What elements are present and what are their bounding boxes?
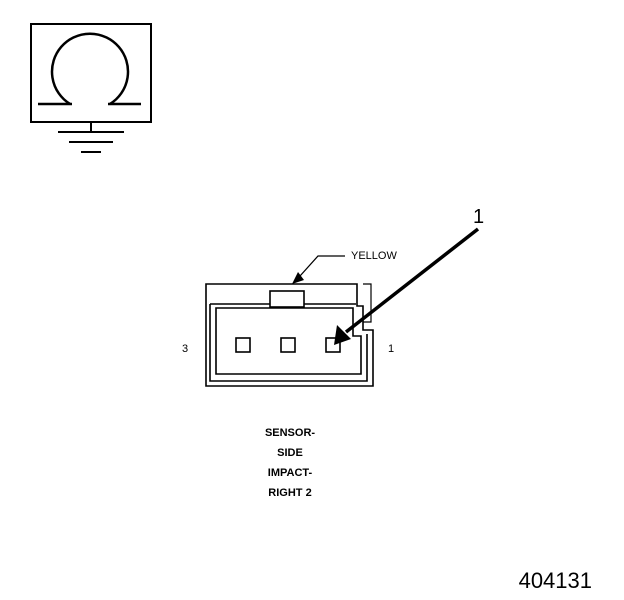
connector-body [205, 283, 374, 387]
figure-number: 404131 [519, 568, 592, 593]
caption-line-4: RIGHT 2 [268, 487, 311, 499]
pin-label-1: 1 [388, 343, 394, 355]
ohm-ground-icon [30, 23, 152, 153]
terminal-cavity-2 [280, 337, 296, 353]
pin-label-3: 3 [182, 343, 188, 355]
terminal-cavities [235, 337, 341, 353]
color-label: YELLOW [351, 250, 397, 262]
terminal-cavity-3 [235, 337, 251, 353]
caption-line-1: SENSOR- [265, 427, 315, 439]
color-leader [292, 255, 345, 284]
caption-line-2: SIDE [277, 447, 303, 459]
callout-number: 1 [473, 206, 484, 228]
caption-line-3: IMPACT- [268, 467, 313, 479]
callout-arrow [334, 227, 480, 345]
terminal-cavity-1 [325, 337, 341, 353]
